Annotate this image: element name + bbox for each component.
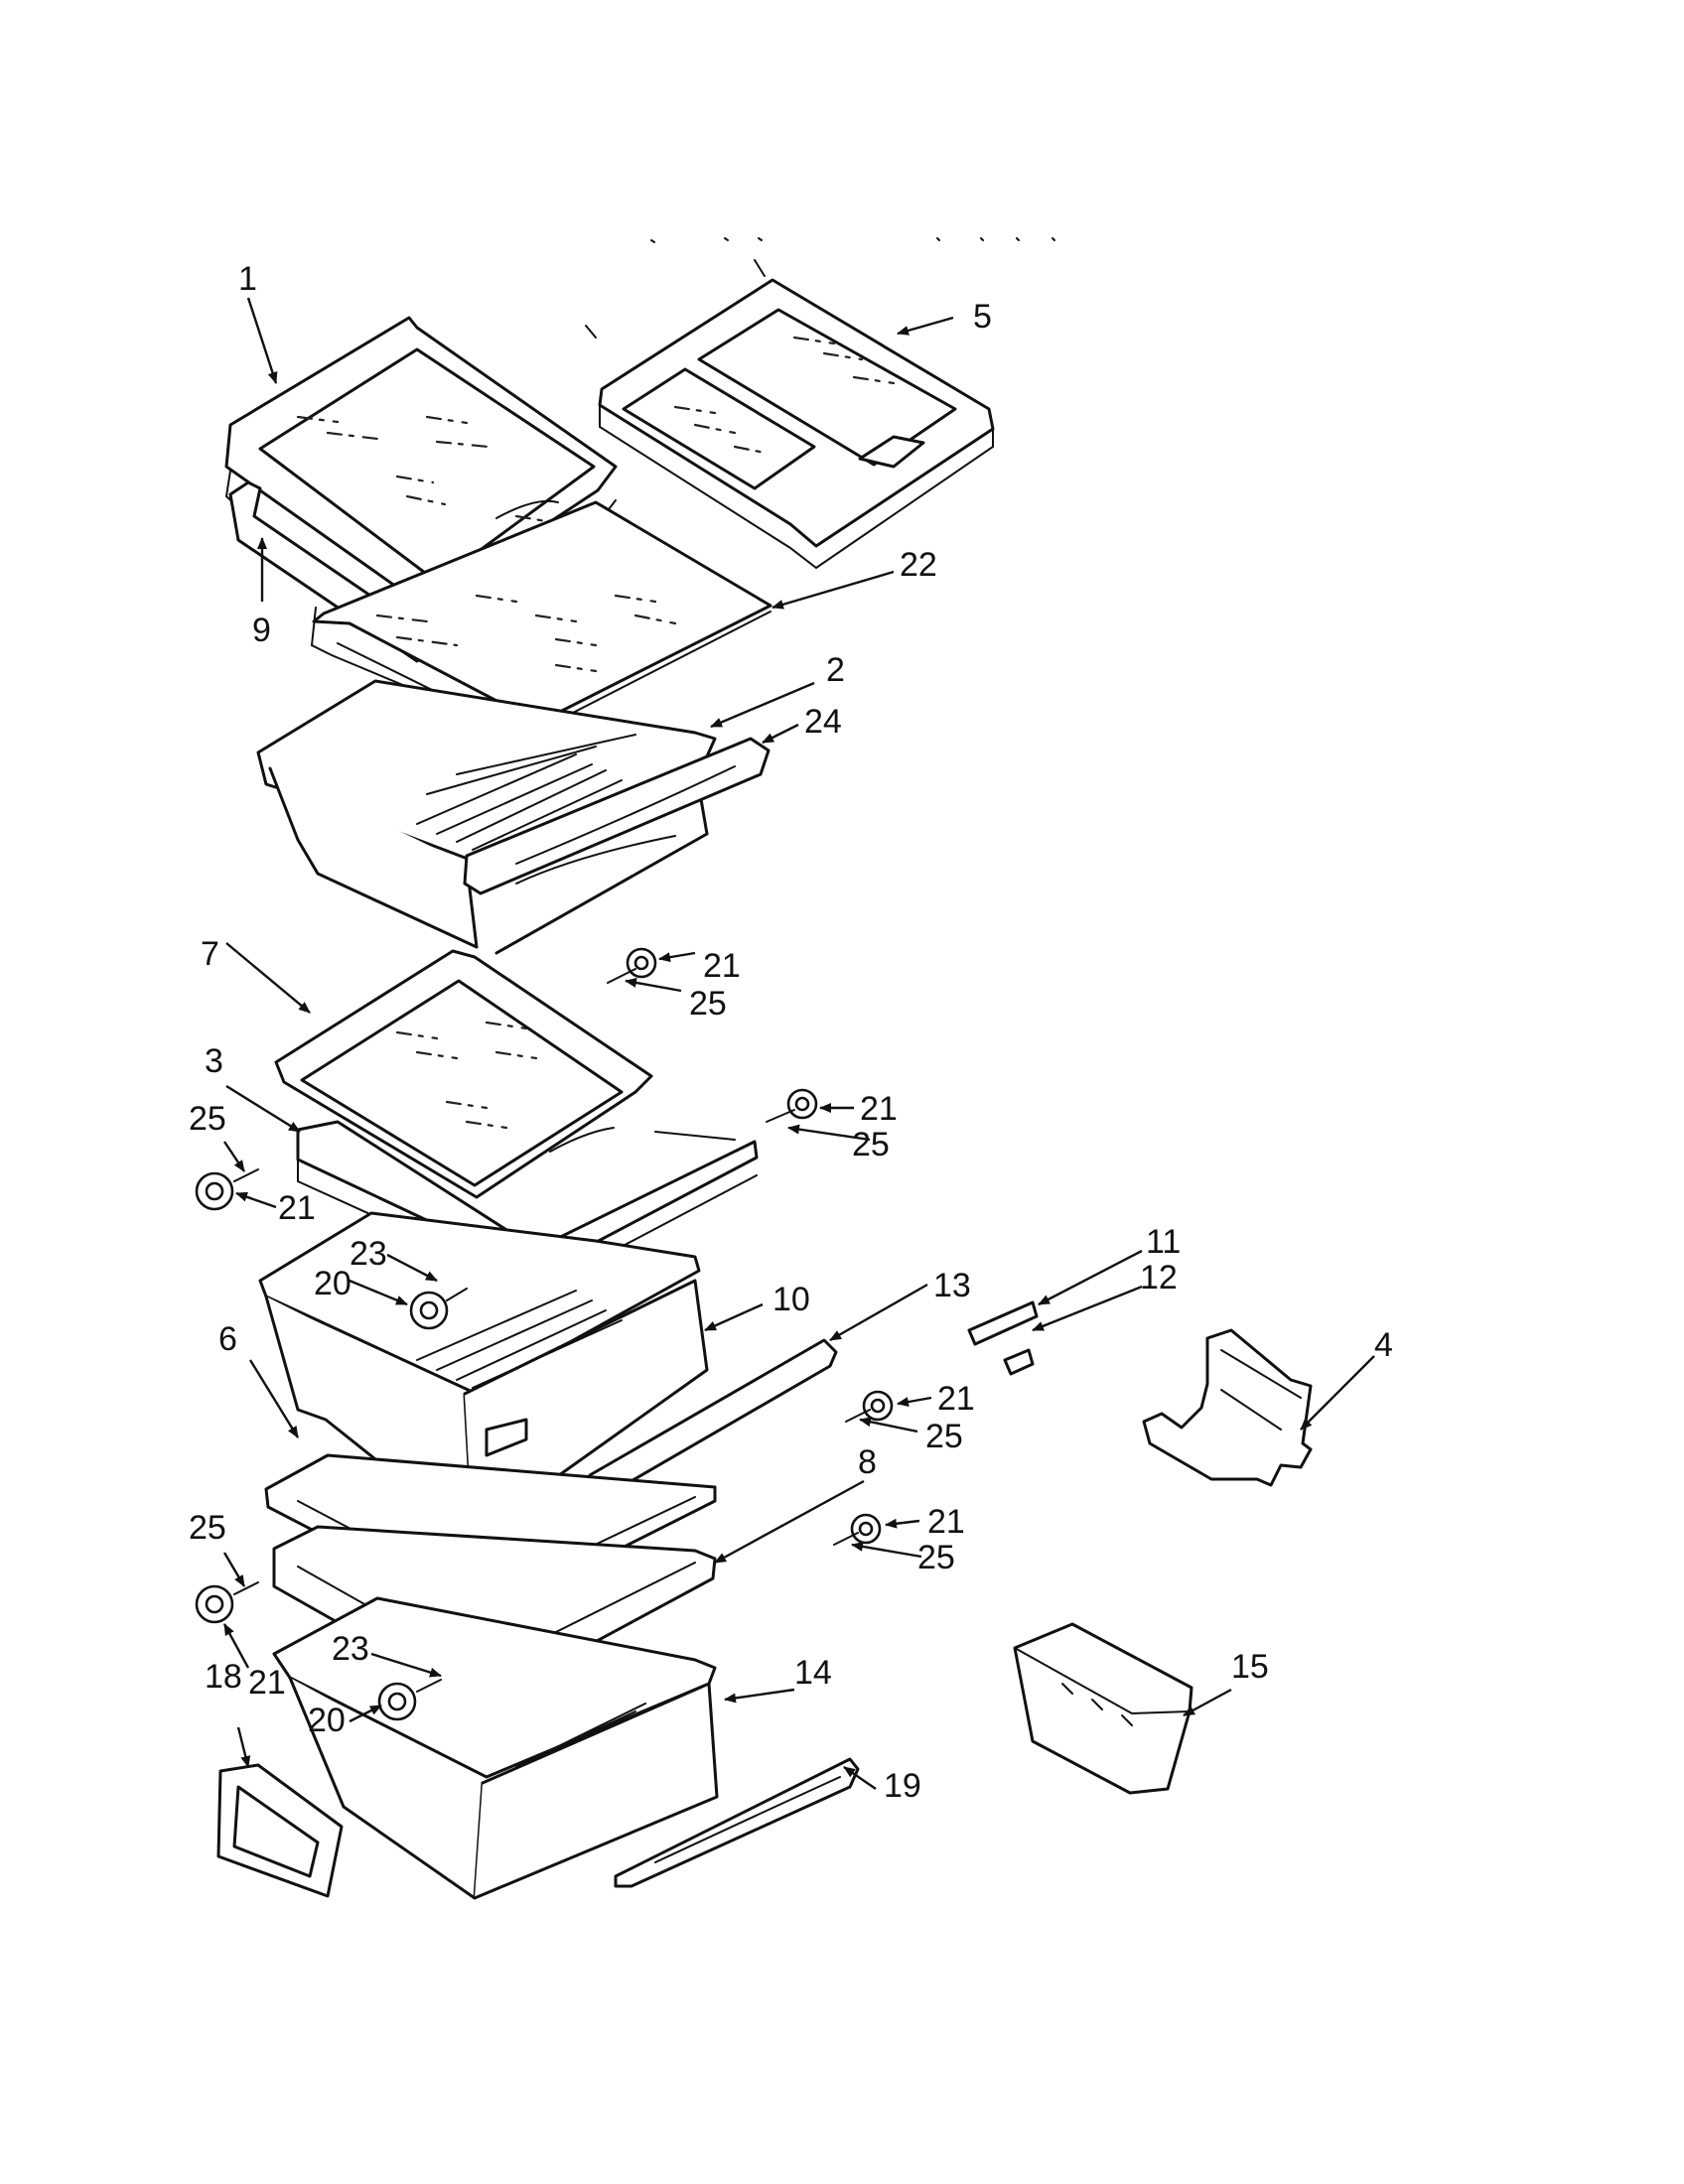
label-24: 24	[804, 703, 842, 741]
label-25c: 25	[189, 1100, 226, 1138]
part-5-split-shelf	[585, 259, 995, 570]
part-3-shelf-frame	[296, 1120, 759, 1293]
label-9: 9	[252, 612, 271, 649]
label-20b: 20	[308, 1702, 346, 1739]
label-2: 2	[826, 651, 845, 689]
label-21c: 21	[278, 1189, 316, 1227]
label-21f: 21	[248, 1664, 286, 1702]
part-7-glass-shelf	[274, 949, 653, 1199]
label-18: 18	[205, 1658, 242, 1696]
part-15-bin	[1013, 1622, 1193, 1795]
label-1: 1	[238, 260, 257, 298]
label-22: 22	[900, 546, 937, 584]
part-4-bracket	[1142, 1328, 1313, 1487]
label-5: 5	[973, 298, 992, 336]
label-13: 13	[933, 1267, 971, 1304]
label-19: 19	[884, 1767, 921, 1805]
part-11-part-12-clips	[967, 1300, 1039, 1376]
label-12: 12	[1140, 1259, 1178, 1297]
part-22-glass-shelf	[310, 500, 772, 739]
label-25f: 25	[189, 1509, 226, 1547]
label-3: 3	[205, 1042, 223, 1080]
label-20a: 20	[314, 1265, 351, 1302]
callout-labels: 1 5 9 22 2 24 7 21 25 3 21 25 25 21 23 2…	[189, 260, 1393, 1805]
label-21e: 21	[927, 1503, 965, 1541]
part-2-crisper-drawer	[256, 679, 717, 955]
label-6: 6	[218, 1320, 237, 1358]
leader-lines	[222, 297, 1375, 1790]
label-23a: 23	[350, 1235, 387, 1273]
label-25a: 25	[689, 985, 727, 1023]
label-15: 15	[1231, 1648, 1269, 1686]
part-19-drawer-cover	[614, 1757, 860, 1888]
label-10: 10	[772, 1281, 810, 1318]
label-11: 11	[1146, 1223, 1181, 1261]
part-14-drawer	[272, 1596, 719, 1900]
label-8: 8	[858, 1443, 877, 1481]
label-21d: 21	[937, 1380, 975, 1418]
label-25b: 25	[852, 1126, 890, 1163]
label-14: 14	[794, 1654, 832, 1692]
label-4: 4	[1374, 1326, 1393, 1364]
part-24-drawer-cover	[463, 737, 771, 895]
scan-marks	[650, 237, 1055, 243]
part-18-label	[216, 1763, 344, 1898]
wheel-knobs	[195, 947, 894, 1721]
label-21a: 21	[703, 947, 741, 985]
label-23b: 23	[332, 1630, 369, 1668]
label-21b: 21	[860, 1090, 898, 1128]
label-25e: 25	[917, 1539, 955, 1576]
label-7: 7	[201, 935, 219, 973]
label-25d: 25	[925, 1418, 963, 1455]
